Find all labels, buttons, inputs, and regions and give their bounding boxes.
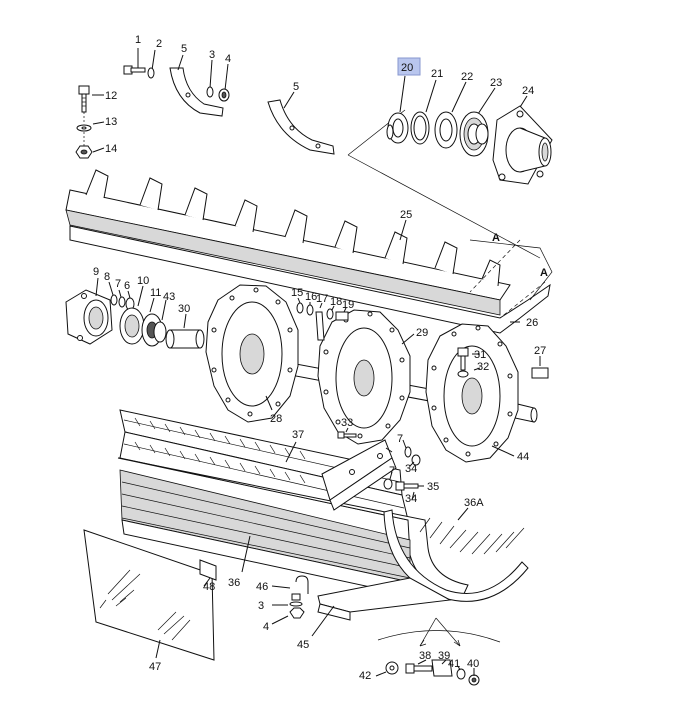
callout-30: 30 (178, 303, 190, 315)
tag-27-drawing (531, 356, 549, 379)
ring-22-drawing (434, 111, 458, 149)
callout-13: 13 (105, 116, 117, 128)
callout-7b: 7 (397, 433, 403, 445)
callout-24: 24 (522, 85, 534, 97)
callout-10: 10 (137, 275, 149, 287)
bolt-33-drawing (337, 427, 357, 439)
callout-47: 47 (149, 661, 161, 673)
callout-8: 8 (104, 271, 110, 283)
bracket-7-34-drawing (321, 439, 421, 511)
callout-21: 21 (431, 68, 443, 80)
callout-32: 32 (477, 361, 489, 373)
callout-39: 39 (438, 650, 450, 662)
callout-4a: 4 (225, 53, 231, 65)
washer-2-drawing (147, 49, 156, 79)
bracket-5b-drawing (267, 91, 335, 155)
callout-16: 16 (305, 291, 317, 303)
bracket-5a-drawing (169, 54, 224, 117)
callout-38: 38 (419, 650, 431, 662)
hub-30-drawing (165, 313, 205, 349)
callout-3b: 3 (258, 600, 264, 612)
callout-43: 43 (163, 291, 175, 303)
callout-48: 48 (203, 581, 215, 593)
callout-36A: 36A (464, 497, 484, 509)
bolt-1-drawing (123, 48, 146, 75)
washer-13-drawing (76, 121, 105, 132)
callout-14: 14 (105, 143, 117, 155)
support-bar-45-drawing (311, 577, 452, 637)
ring-43-drawing (153, 299, 167, 343)
callout-36: 36 (228, 577, 240, 589)
bearing-23-drawing (459, 111, 489, 157)
callout-27: 27 (534, 345, 546, 357)
nut-14-drawing (75, 145, 105, 159)
callout-25: 25 (400, 209, 412, 221)
toothed-bar-25-drawing (65, 169, 511, 316)
callout-4b: 4 (263, 621, 269, 633)
callout-37: 37 (292, 429, 304, 441)
callout-34b: 34 (405, 493, 417, 505)
callout-20: 20 (401, 62, 413, 74)
seal-20-drawing (386, 112, 409, 144)
callout-7c: 7 (389, 465, 395, 477)
callout-5b: 5 (293, 81, 299, 93)
callout-labels: 1 2 5 3 4 5 12 13 14 20 21 22 23 24 25 2… (93, 34, 546, 682)
callout-15: 15 (291, 287, 303, 299)
callout-9: 9 (93, 266, 99, 278)
callout-22: 22 (461, 71, 473, 83)
washer-3a-drawing (206, 59, 214, 98)
section-marker-a2: A (540, 267, 548, 279)
callout-29: 29 (416, 327, 428, 339)
callout-42: 42 (359, 670, 371, 682)
spider-plate-29-drawing (317, 309, 415, 445)
callout-11: 11 (150, 287, 161, 299)
callout-31: 31 (474, 349, 486, 361)
callout-44: 44 (517, 451, 529, 463)
small-parts-15-19-drawing (296, 297, 349, 341)
snap-ring-21-drawing (410, 111, 430, 145)
callout-6: 6 (124, 280, 130, 292)
frame-rail-26-drawing (69, 225, 553, 334)
spider-bolt-holes (211, 287, 293, 417)
bolt-7-34-35-drawing (383, 471, 424, 501)
callout-46: 46 (256, 581, 268, 593)
section-marker-a1: A (492, 232, 500, 244)
callout-35: 35 (427, 481, 439, 493)
callout-18: 18 (330, 296, 342, 308)
callout-1: 1 (135, 34, 141, 46)
small-parts-8-7-6-drawing (108, 281, 135, 311)
grate-slots (134, 417, 306, 484)
hook-46-drawing (271, 575, 309, 625)
callout-33: 33 (341, 417, 353, 429)
spider-plate-28-drawing (205, 284, 299, 423)
flange-housing-24-drawing (492, 105, 553, 185)
callout-highlight-20 (397, 57, 421, 76)
bolt-12-drawing (78, 85, 104, 113)
cover-plate-47-drawing (83, 529, 217, 661)
arc-fingers (419, 517, 525, 555)
bolt-31-32-drawing (457, 347, 481, 378)
callout-45: 45 (297, 639, 309, 651)
bearing-assembly-group (347, 75, 553, 259)
spider-plate-44-drawing (425, 323, 519, 463)
callout-3a: 3 (209, 49, 215, 61)
callout-26: 26 (526, 317, 538, 329)
callout-2: 2 (156, 38, 162, 50)
callout-17: 17 (316, 293, 328, 305)
bearing-flange-9-drawing (65, 277, 113, 345)
concave-arc-36A-drawing (383, 507, 529, 602)
callout-7a: 7 (115, 278, 121, 290)
callout-28: 28 (270, 413, 282, 425)
callout-23: 23 (490, 77, 502, 89)
callout-41: 41 (448, 658, 460, 670)
callout-40: 40 (467, 658, 479, 670)
callout-5a: 5 (181, 43, 187, 55)
bottom-detail-group (375, 617, 501, 686)
callout-34a: 34 (405, 463, 417, 475)
callout-19: 19 (342, 299, 354, 311)
nut-4a-drawing (218, 63, 230, 102)
callout-12: 12 (105, 90, 117, 102)
